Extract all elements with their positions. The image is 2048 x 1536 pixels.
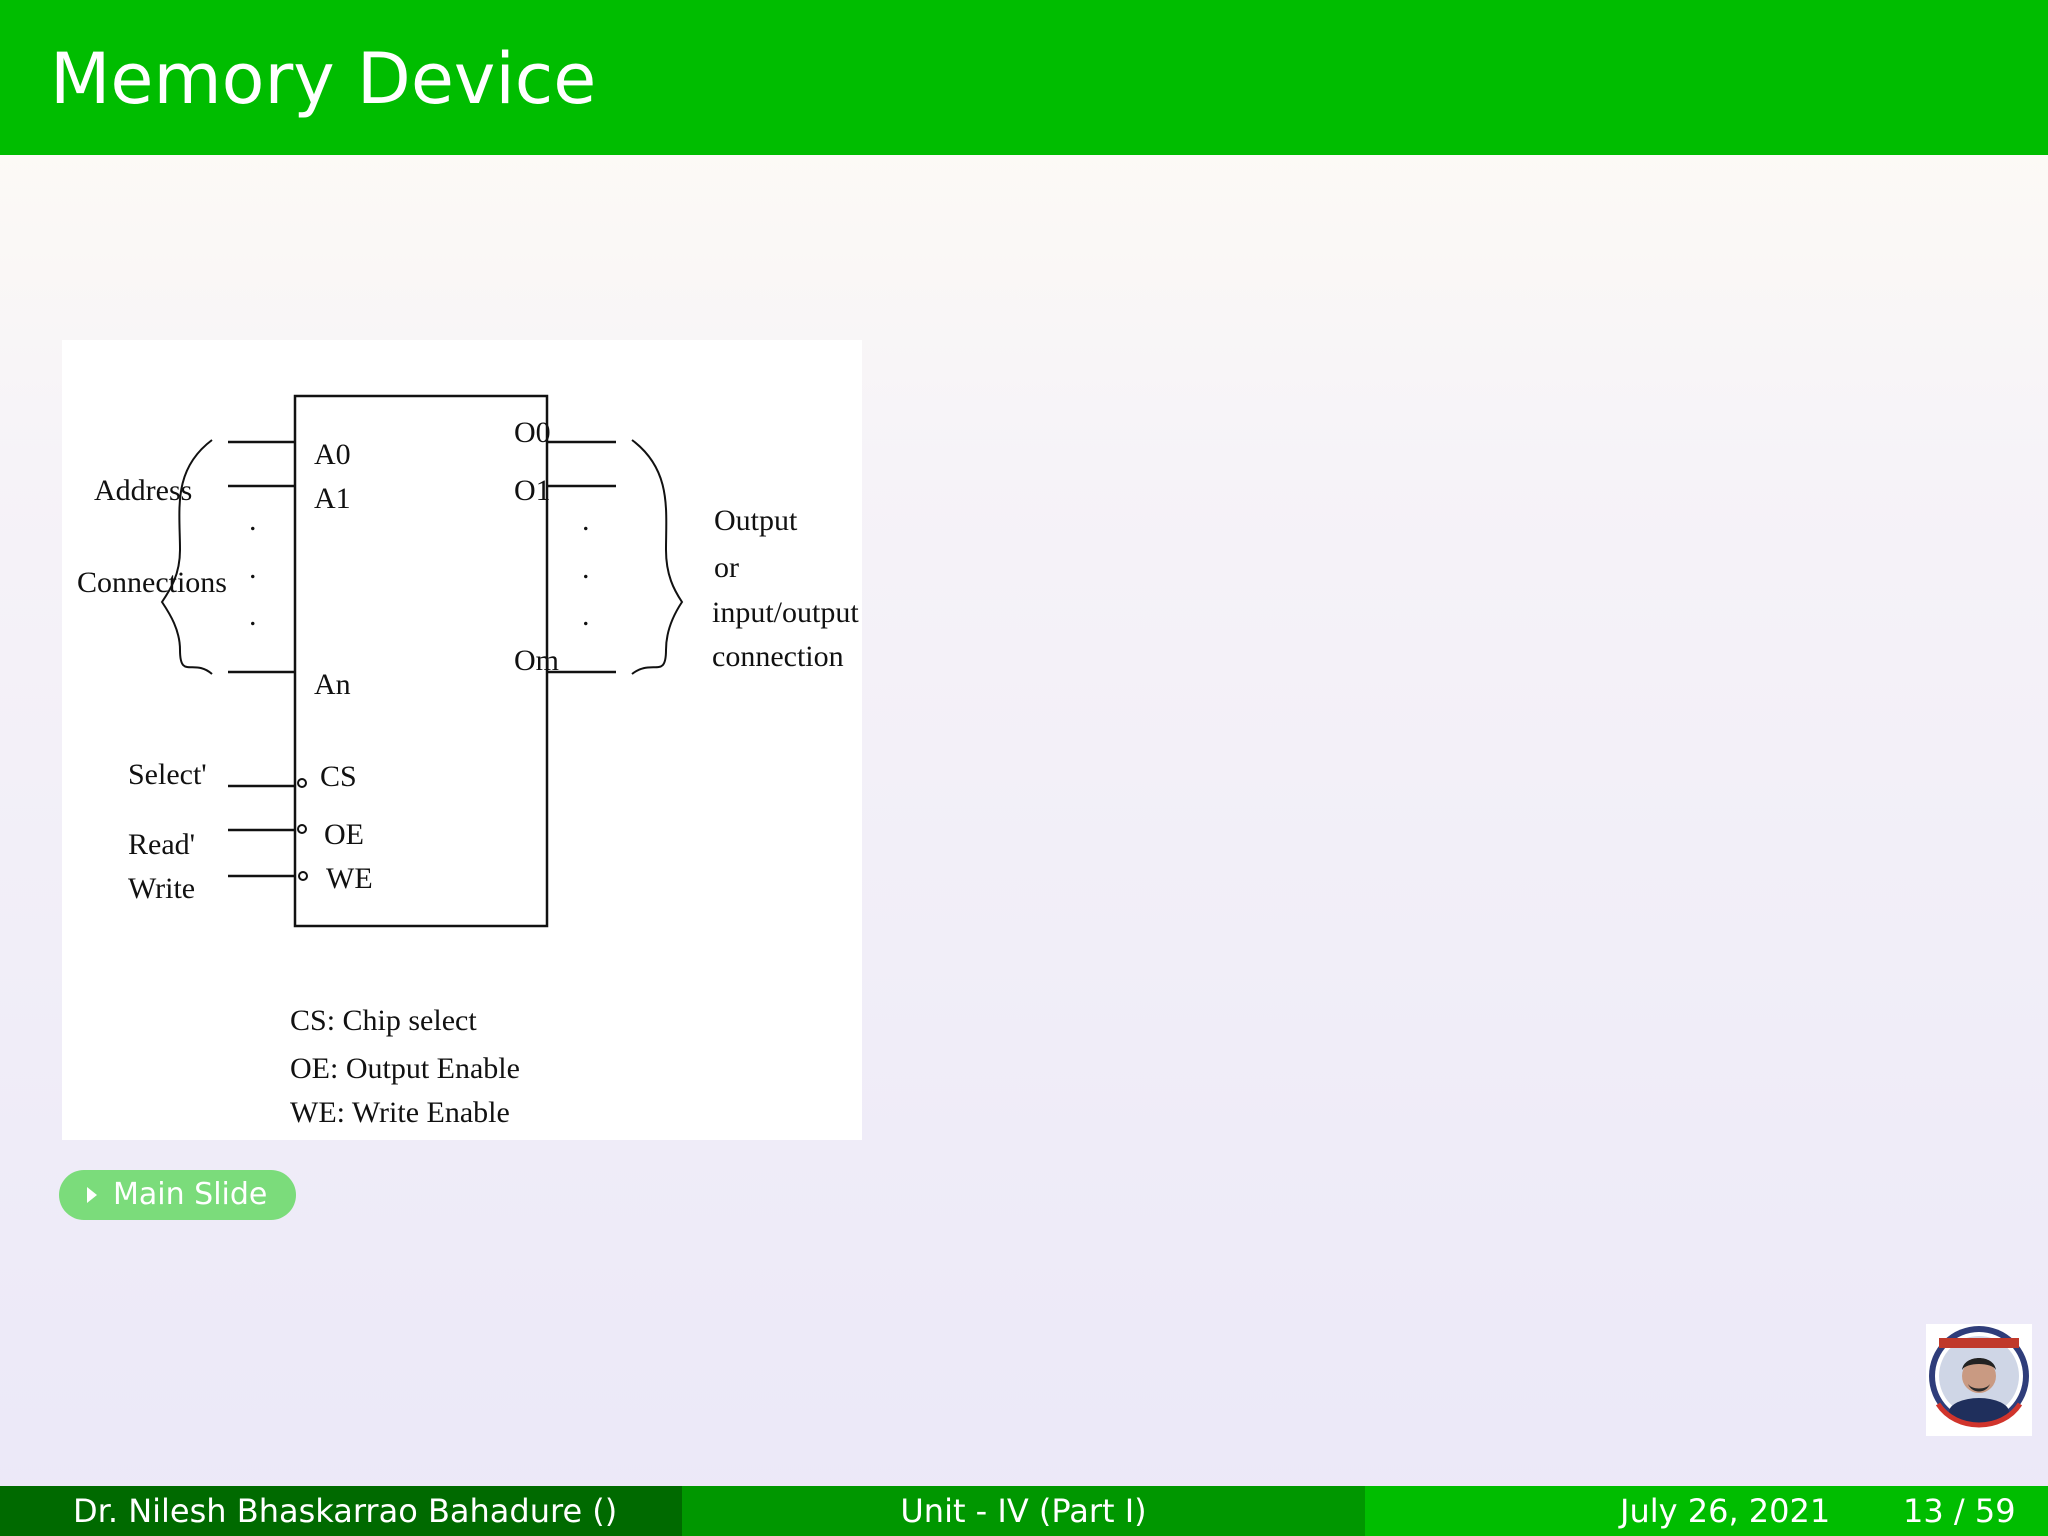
footer-date: July 26, 2021 bbox=[1620, 1492, 1831, 1530]
output-ellipsis-dot: . bbox=[582, 504, 590, 537]
pin-an: An bbox=[314, 668, 351, 701]
memory-block-diagram-svg: . . . . . . Address Connections A0 A1 An… bbox=[77, 394, 859, 1129]
output-ellipsis-dot: . bbox=[582, 552, 590, 585]
pin-o1: O1 bbox=[514, 474, 551, 507]
connection-label: connection bbox=[712, 640, 844, 673]
pin-a0: A0 bbox=[314, 438, 351, 471]
slide-footer: Dr. Nilesh Bhaskarrao Bahadure () Unit -… bbox=[0, 1486, 2048, 1536]
memory-device-diagram: . . . . . . Address Connections A0 A1 An… bbox=[62, 340, 862, 1140]
pin-cs: CS bbox=[320, 760, 357, 793]
pin-o0: O0 bbox=[514, 416, 551, 449]
play-triangle-icon bbox=[87, 1187, 97, 1203]
cs-inversion-bubble bbox=[297, 778, 307, 788]
footer-author-segment: Dr. Nilesh Bhaskarrao Bahadure () bbox=[0, 1486, 682, 1536]
address-brace bbox=[160, 439, 213, 675]
connections-label: Connections bbox=[77, 566, 227, 599]
footer-unit: Unit - IV (Part I) bbox=[900, 1492, 1147, 1530]
footer-page-number: 13 / 59 bbox=[1903, 1492, 2016, 1530]
we-inversion-bubble bbox=[298, 871, 308, 881]
chip-body bbox=[293, 394, 549, 928]
pin-om: Om bbox=[514, 644, 559, 677]
main-slide-button[interactable]: Main Slide bbox=[59, 1170, 296, 1220]
oe-inversion-bubble bbox=[297, 824, 307, 834]
output-brace bbox=[631, 439, 684, 675]
or-label: or bbox=[714, 551, 739, 584]
input-output-label: input/output bbox=[712, 596, 859, 629]
address-ellipsis-dot: . bbox=[249, 504, 257, 537]
pin-oe: OE bbox=[324, 818, 364, 851]
pin-a1: A1 bbox=[314, 482, 351, 515]
output-ellipsis-dot: . bbox=[582, 599, 590, 632]
footer-date-segment: July 26, 2021 13 / 59 bbox=[1365, 1486, 2048, 1536]
slide-header: Memory Device bbox=[0, 0, 2048, 155]
legend-oe: OE: Output Enable bbox=[290, 1052, 520, 1085]
select-label: Select' bbox=[128, 758, 207, 791]
write-label: Write bbox=[128, 872, 195, 905]
pin-we: WE bbox=[326, 862, 373, 895]
address-ellipsis-dot: . bbox=[249, 599, 257, 632]
academy-logo-svg bbox=[1926, 1324, 2032, 1436]
footer-unit-segment: Unit - IV (Part I) bbox=[682, 1486, 1365, 1536]
legend-we: WE: Write Enable bbox=[290, 1096, 510, 1129]
footer-author: Dr. Nilesh Bhaskarrao Bahadure () bbox=[73, 1492, 618, 1530]
output-label: Output bbox=[714, 504, 798, 537]
academy-logo-icon bbox=[1926, 1324, 2032, 1436]
slide-title: Memory Device bbox=[50, 38, 597, 120]
read-label: Read' bbox=[128, 828, 195, 861]
address-label: Address bbox=[94, 474, 192, 507]
legend-cs: CS: Chip select bbox=[290, 1004, 477, 1037]
main-slide-label: Main Slide bbox=[113, 1177, 268, 1212]
address-ellipsis-dot: . bbox=[249, 552, 257, 585]
